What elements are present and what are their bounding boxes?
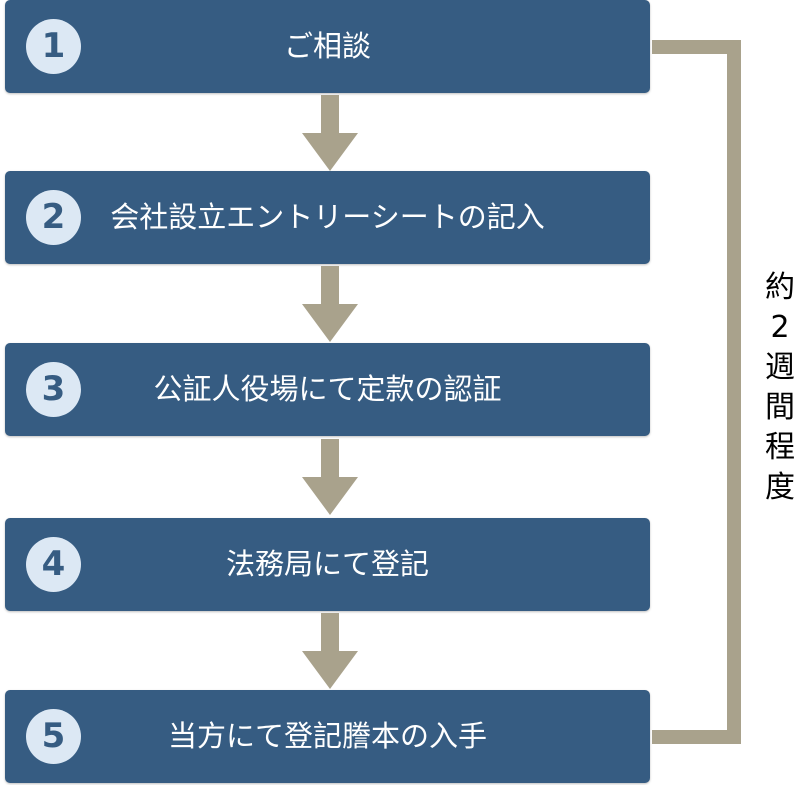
step-number-badge: 2 (26, 190, 81, 245)
step-number-badge: 4 (26, 537, 81, 592)
duration-label: 約 2 週 間 程 度 (760, 268, 800, 508)
duration-char: 程 (765, 430, 795, 465)
step-label: 公証人役場にて定款の認証 (153, 372, 502, 406)
duration-char: 間 (765, 390, 795, 425)
down-arrow (302, 266, 358, 342)
down-arrow (302, 613, 358, 689)
step-label: ご相談 (283, 29, 371, 63)
down-arrow (302, 95, 358, 171)
step-number-badge: 3 (26, 362, 81, 417)
step-number-badge: 1 (26, 19, 81, 74)
step-4-box: 4 法務局にて登記 (5, 518, 650, 611)
step-3-box: 3 公証人役場にて定款の認証 (5, 343, 650, 436)
step-number-badge: 5 (26, 709, 81, 764)
duration-char: 約 (765, 270, 795, 305)
duration-bracket (652, 40, 741, 744)
step-2-box: 2 会社設立エントリーシートの記入 (5, 171, 650, 264)
step-5-box: 5 当方にて登記謄本の入手 (5, 690, 650, 783)
duration-char: 度 (765, 470, 795, 505)
step-label: 会社設立エントリーシートの記入 (110, 200, 545, 234)
duration-char: 2 (770, 310, 790, 345)
step-label: 当方にて登記謄本の入手 (167, 719, 487, 753)
step-1-box: 1 ご相談 (5, 0, 650, 93)
step-label: 法務局にて登記 (225, 547, 429, 581)
duration-char: 週 (765, 350, 795, 385)
down-arrow (302, 439, 358, 515)
